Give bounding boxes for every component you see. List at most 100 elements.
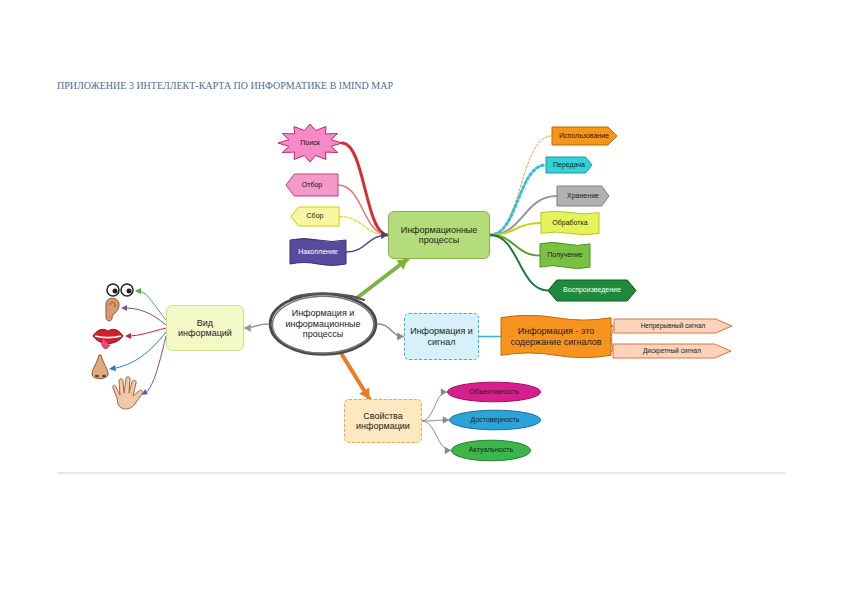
topic-shape: Использование — [552, 127, 617, 145]
topic-label: Хранение — [567, 192, 599, 200]
topic-box: Информационные процессы — [388, 211, 490, 259]
topic-label: Вид информаций — [171, 318, 239, 339]
topic-label: Свойства информации — [349, 411, 417, 432]
topic-shape: Обработка — [541, 210, 599, 236]
connector — [342, 355, 369, 399]
connector — [338, 185, 388, 235]
connector-line — [338, 185, 388, 235]
arrowhead — [397, 332, 404, 340]
connector-line — [490, 165, 546, 235]
topic-shape: Дискретный сигнал — [613, 344, 731, 358]
sense-arrows — [111, 291, 166, 394]
hand-icon — [113, 377, 143, 409]
arrowhead — [396, 259, 407, 270]
nose-icon — [92, 355, 108, 379]
topic-label: Дискретный сигнал — [643, 347, 701, 354]
connector-line — [490, 235, 548, 291]
arrowhead — [445, 447, 451, 454]
connector-line — [479, 336, 501, 338]
connector-line — [490, 223, 541, 235]
topic-label: Информационные процессы — [393, 225, 485, 246]
topic-label: Информация - это содержание сигналов — [507, 326, 605, 347]
oval-shape — [270, 294, 376, 355]
topic-label: Объективность — [469, 388, 519, 396]
topic-shape: Непрерывный сигнал — [614, 319, 732, 333]
shape-path — [501, 315, 611, 357]
connector — [378, 324, 404, 341]
shape-path — [552, 127, 617, 145]
ellipse-shape — [447, 382, 540, 402]
topic-label: Обработка — [552, 219, 587, 227]
divider-line — [57, 473, 785, 474]
ear-icon — [106, 298, 119, 321]
shape-path — [541, 211, 599, 234]
lips-icon — [93, 329, 123, 348]
sense-arrowheads — [109, 288, 148, 395]
topic-box: Вид информаций — [166, 305, 244, 351]
connector — [490, 235, 540, 256]
topic-label: Воспроизведение — [563, 286, 621, 294]
shape-path — [613, 344, 731, 358]
topic-shape: Воспроизведение — [548, 280, 636, 301]
topic-label: Достоверность — [471, 416, 520, 424]
connector — [346, 231, 388, 252]
oval-scribble-tail — [290, 294, 365, 301]
shape-path — [614, 319, 732, 333]
topic-label: Передача — [553, 161, 585, 169]
arrowhead — [443, 416, 449, 423]
shape-path — [546, 157, 592, 173]
topic-shape: Хранение — [557, 186, 609, 206]
arrowhead — [381, 231, 388, 239]
topic-shape: Объективность — [447, 382, 541, 402]
topic-shape: Сбор — [291, 207, 339, 226]
connector — [357, 259, 408, 298]
ellipse-shape — [449, 410, 540, 430]
connector-line — [342, 355, 369, 399]
topic-shape: Передача — [546, 157, 592, 173]
topic-shape: Поиск — [278, 124, 342, 162]
topic-label: Информация и информационные процессы — [279, 308, 367, 339]
topic-label: Актуальность — [469, 446, 513, 454]
topic-shape: Отбор — [286, 174, 338, 196]
star-shape — [278, 124, 342, 162]
eyes-icon — [107, 284, 133, 296]
arrowhead — [441, 388, 447, 395]
shape-path — [286, 174, 338, 196]
topic-label: Поиск — [300, 139, 319, 147]
connector — [422, 421, 451, 454]
connector-line — [490, 235, 540, 256]
connector — [479, 336, 501, 337]
connector — [339, 217, 388, 236]
shape-path — [291, 207, 339, 226]
ellipse-shape — [451, 440, 530, 461]
connector — [244, 324, 268, 332]
arrowhead — [359, 388, 369, 399]
topic-box: Свойства информации — [344, 399, 422, 443]
topic-shape: Достоверность — [449, 410, 541, 430]
arrowhead — [244, 324, 251, 332]
connector-line — [357, 259, 408, 298]
topic-shape: Получение — [540, 241, 590, 270]
topic-label: Использование — [559, 132, 609, 140]
connector — [422, 388, 447, 421]
connector — [490, 223, 541, 235]
shape-path — [540, 242, 590, 268]
shape-path — [557, 186, 609, 206]
topic-box: Информация и сигнал — [404, 313, 479, 360]
topic-label: Отбор — [302, 181, 322, 189]
central-topic: Информация и информационные процессы — [268, 291, 378, 357]
topic-shape: Накопление — [290, 237, 346, 267]
topic-shape: Информация - это содержание сигналов — [501, 313, 611, 360]
connector — [490, 165, 546, 235]
oval-scribble — [269, 294, 377, 355]
shape-path — [548, 280, 636, 301]
topic-label: Непрерывный сигнал — [641, 322, 706, 329]
topic-label: Получение — [547, 251, 583, 259]
shape-path — [290, 239, 346, 266]
topic-label: Накопление — [298, 248, 337, 256]
topic-shape: Актуальность — [451, 440, 531, 461]
connector — [422, 416, 449, 423]
topic-label: Информация и сигнал — [409, 326, 474, 347]
connector-line — [339, 217, 388, 236]
